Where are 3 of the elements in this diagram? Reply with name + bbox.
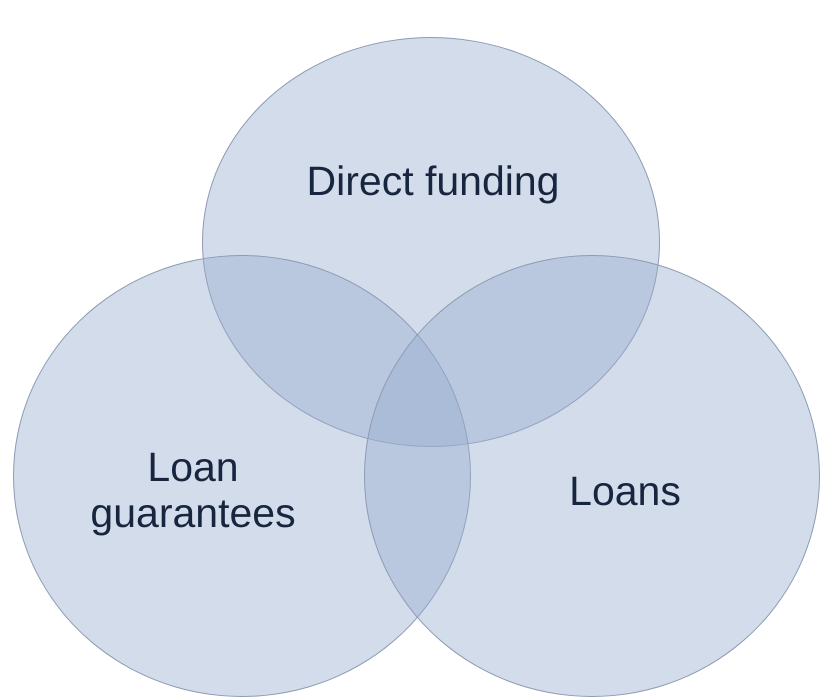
- circle-label: Loan guarantees: [89, 444, 297, 536]
- circle-label: Direct funding: [306, 158, 560, 204]
- circle-label: Loans: [568, 468, 682, 514]
